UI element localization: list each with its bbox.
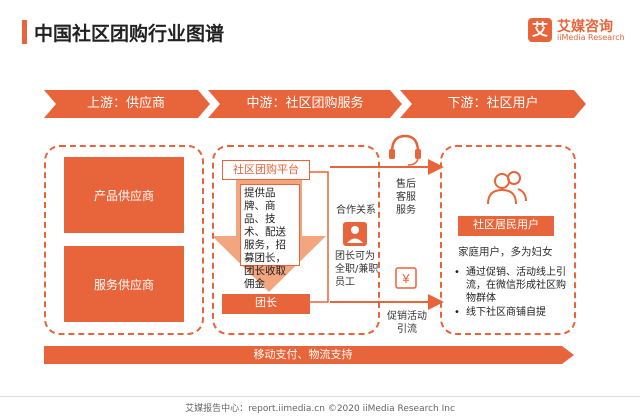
cooperation-label: 合作关系 <box>336 205 376 216</box>
list-item: 通过促销、活动线上引流，在微信形成社区购物群体 <box>454 266 566 305</box>
midstream-container <box>212 145 380 335</box>
users-icon <box>487 171 527 205</box>
logo-name-en: iiMedia Research <box>557 33 625 42</box>
list-item: 线下社区商铺自提 <box>454 306 566 319</box>
stage-chevron-upstream <box>44 90 210 118</box>
after-sales-label: 售后客服服务 <box>396 179 416 216</box>
stage-chevron-midstream <box>208 90 402 118</box>
yen-icon: ¥ <box>395 267 417 289</box>
stage-label-midstream: 中游：社区团购服务 <box>246 96 364 111</box>
downstream-container <box>440 145 576 335</box>
service-supplier-box: 服务供应商 <box>64 246 184 322</box>
user-bullet-list: 通过促销、活动线上引流，在微信形成社区购物群体 线下社区商铺自提 <box>454 266 566 320</box>
promotion-label: 促销活动引流 <box>387 311 427 335</box>
platform-functions-box: 提供品牌、商品、技术、配送服务，招募团长，团长收取佣金 <box>240 184 300 290</box>
footer-divider <box>0 396 640 397</box>
footer-text: 艾媒报告中心：report.iimedia.cn ©2020 iiMedia R… <box>185 404 455 414</box>
person-badge-icon <box>343 222 367 246</box>
title-accent-bar <box>22 20 27 44</box>
headset-icon <box>389 134 421 166</box>
stage-chevron-downstream <box>400 90 586 118</box>
page-title: 中国社区团购行业图谱 <box>34 23 225 45</box>
bottom-bar-arrow <box>44 346 574 364</box>
logo-name-cn: 艾媒咨询 <box>557 19 613 35</box>
platform-label-box: 社区团购平台 <box>222 160 310 180</box>
product-supplier-box: 产品供应商 <box>64 157 184 233</box>
leader-label-box: 团长 <box>222 294 310 314</box>
cooperation-bracket <box>310 171 329 303</box>
resident-user-box: 社区居民用户 <box>458 216 554 236</box>
stage-label-downstream: 下游：社区用户 <box>447 96 539 111</box>
upstream-container <box>44 145 204 335</box>
bottom-bar-label: 移动支付、物流支持 <box>253 348 353 361</box>
stage-label-upstream: 上游：供应商 <box>86 96 165 111</box>
svg-text:¥: ¥ <box>401 271 410 286</box>
user-description: 家庭用户，多为妇女 <box>458 246 553 258</box>
logo-badge: 艾 <box>528 18 552 42</box>
leader-note: 团长可为全职/兼职员工 <box>335 251 379 288</box>
